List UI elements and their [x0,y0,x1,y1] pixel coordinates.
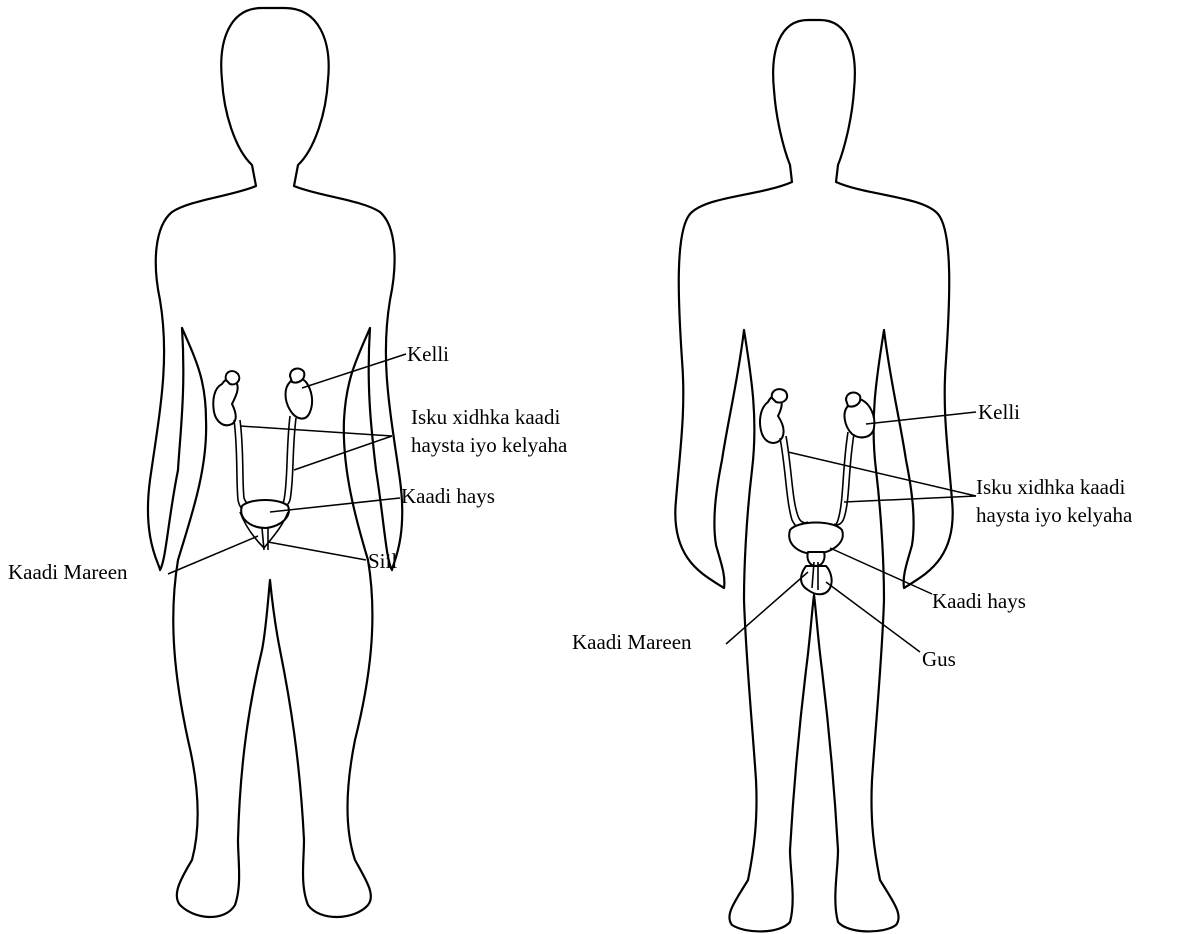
male-ureter-leader-2 [844,496,976,502]
female-urethra-leader [168,536,258,574]
female-kidney-right [286,378,313,419]
male-adrenal-left [772,389,787,402]
male-bladder-label: Kaadi hays [932,589,1026,613]
male-penis [801,566,832,594]
female-bladder-label: Kaadi hays [401,484,495,508]
female-kidney-label: Kelli [407,342,449,366]
female-ureter-leader-1 [240,426,392,436]
male-urethra-leader [726,572,808,644]
female-body-outline [148,8,402,917]
female-ureter-label-line2: haysta iyo kelyaha [411,433,568,457]
male-bladder [789,523,843,555]
male-kidney-label: Kelli [978,400,1020,424]
male-ureter-label-line2: haysta iyo kelyaha [976,503,1133,527]
male-urethra-label: Kaadi Mareen [572,630,692,654]
female-figure: Kelli Isku xidhka kaadi haysta iyo kelya… [8,8,568,917]
female-kidney-left [213,378,237,425]
male-kidney-leader [866,412,976,424]
female-kidney-leader [302,354,406,388]
female-adrenal-right [290,369,304,383]
male-ureter-label-line1: Isku xidhka kaadi [976,475,1125,499]
male-body-outline [675,20,952,931]
female-ureter-label-line1: Isku xidhka kaadi [411,405,560,429]
female-vagina-label: Siil [368,549,397,573]
female-adrenal-left [226,371,240,384]
female-ureter-right [274,416,290,511]
male-adrenal-right [846,393,860,407]
female-ureter-left-inner [240,420,254,505]
male-penis-leader [826,582,920,652]
female-urethra-label: Kaadi Mareen [8,560,128,584]
male-penis-label: Gus [922,647,956,671]
male-figure: Kelli Isku xidhka kaadi haysta iyo kelya… [572,20,1133,931]
female-vagina-leader [268,542,366,560]
male-prostate [807,552,824,566]
male-bladder-leader [830,548,932,594]
